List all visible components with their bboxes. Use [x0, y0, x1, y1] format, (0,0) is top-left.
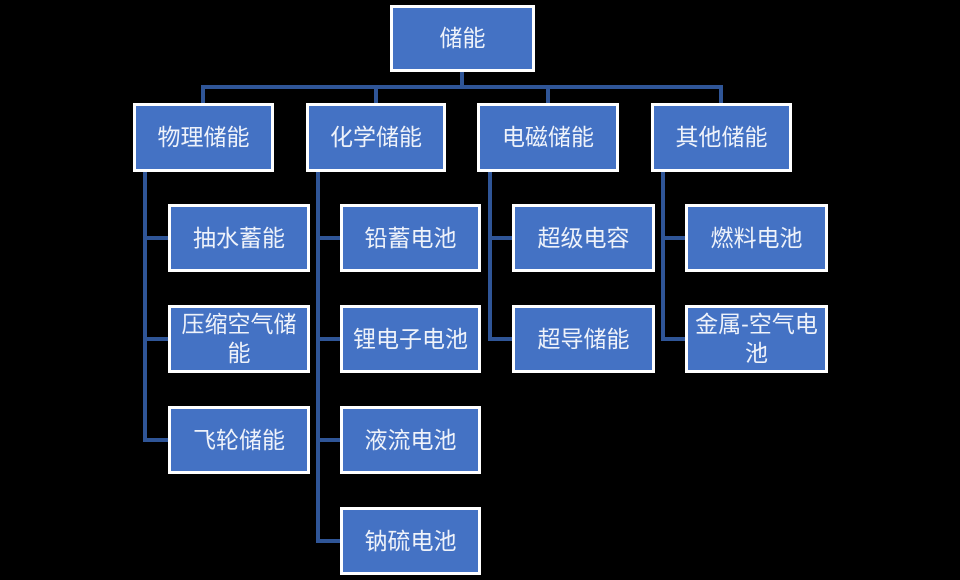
connector-stub-chemical	[374, 85, 378, 103]
connector-trunk-chemical	[316, 170, 320, 543]
node-flow-battery: 液流电池	[340, 406, 481, 474]
connector-elbow-pumped-hydro	[143, 236, 168, 240]
node-electromagnetic-storage: 电磁储能	[477, 103, 619, 172]
node-pumped-hydro: 抽水蓄能	[168, 204, 310, 272]
connector-root-drop	[460, 71, 464, 89]
connector-elbow-sodium-sulfur	[316, 539, 340, 543]
node-physical-storage: 物理储能	[133, 103, 274, 172]
connector-elbow-fuel-cell	[661, 236, 685, 240]
node-energy-storage: 储能	[390, 5, 535, 72]
node-superconducting-storage: 超导储能	[512, 305, 655, 373]
node-sodium-sulfur-battery: 钠硫电池	[340, 507, 481, 575]
connector-elbow-flywheel	[143, 438, 168, 442]
connector-trunk-physical	[143, 170, 147, 442]
connector-stub-other	[719, 85, 723, 103]
connector-elbow-compressed-air	[143, 337, 168, 341]
connector-elbow-metal-air	[661, 337, 685, 341]
connector-stub-electromagnetic	[546, 85, 550, 103]
node-supercapacitor: 超级电容	[512, 204, 655, 272]
node-other-storage: 其他储能	[651, 103, 792, 172]
connector-elbow-superconducting	[488, 337, 512, 341]
connector-trunk-electromagnetic	[488, 170, 492, 341]
connector-elbow-lithium-ion	[316, 337, 340, 341]
connector-elbow-lead-acid	[316, 236, 340, 240]
node-lead-acid-battery: 铅蓄电池	[340, 204, 481, 272]
node-compressed-air: 压缩空气储能	[168, 305, 310, 373]
node-flywheel: 飞轮储能	[168, 406, 310, 474]
node-chemical-storage: 化学储能	[306, 103, 446, 172]
connector-stub-physical	[201, 85, 205, 103]
node-metal-air-battery: 金属-空气电池	[685, 305, 828, 373]
node-fuel-cell: 燃料电池	[685, 204, 828, 272]
connector-level1-bus	[201, 85, 723, 89]
connector-elbow-flow-battery	[316, 438, 340, 442]
connector-elbow-supercapacitor	[488, 236, 512, 240]
connector-trunk-other	[661, 170, 665, 341]
node-lithium-ion-battery: 锂电子电池	[340, 305, 481, 373]
